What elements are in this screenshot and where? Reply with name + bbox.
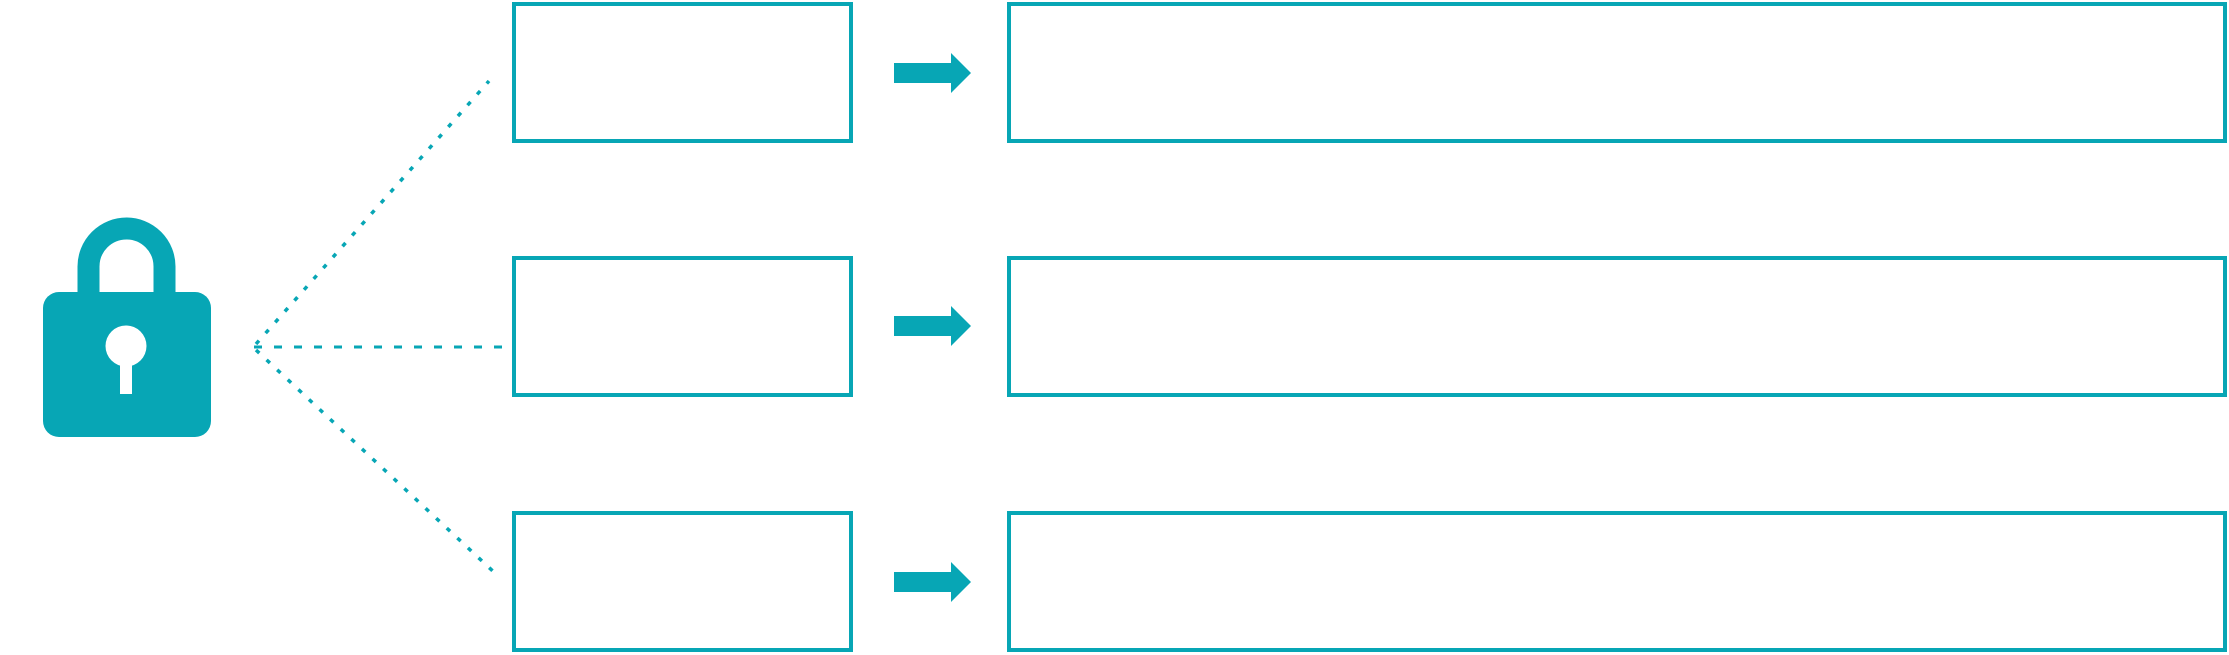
connector-line-top [254,79,491,346]
description-box-2 [1007,256,2227,397]
lock-shackle [77,217,176,298]
lock-icon [43,217,211,437]
arrow-right-icon-1 [894,53,971,93]
term-box-3 [512,511,853,652]
keyhole-stem [120,346,132,394]
description-box-1 [1007,2,2227,143]
term-box-2 [512,256,853,397]
description-box-3 [1007,511,2227,652]
connector-lines [254,79,502,577]
arrow-right-icon-2 [894,306,971,346]
arrow-right-icon-3 [894,562,971,602]
connector-line-bottom [254,348,499,577]
term-box-1 [512,2,853,143]
